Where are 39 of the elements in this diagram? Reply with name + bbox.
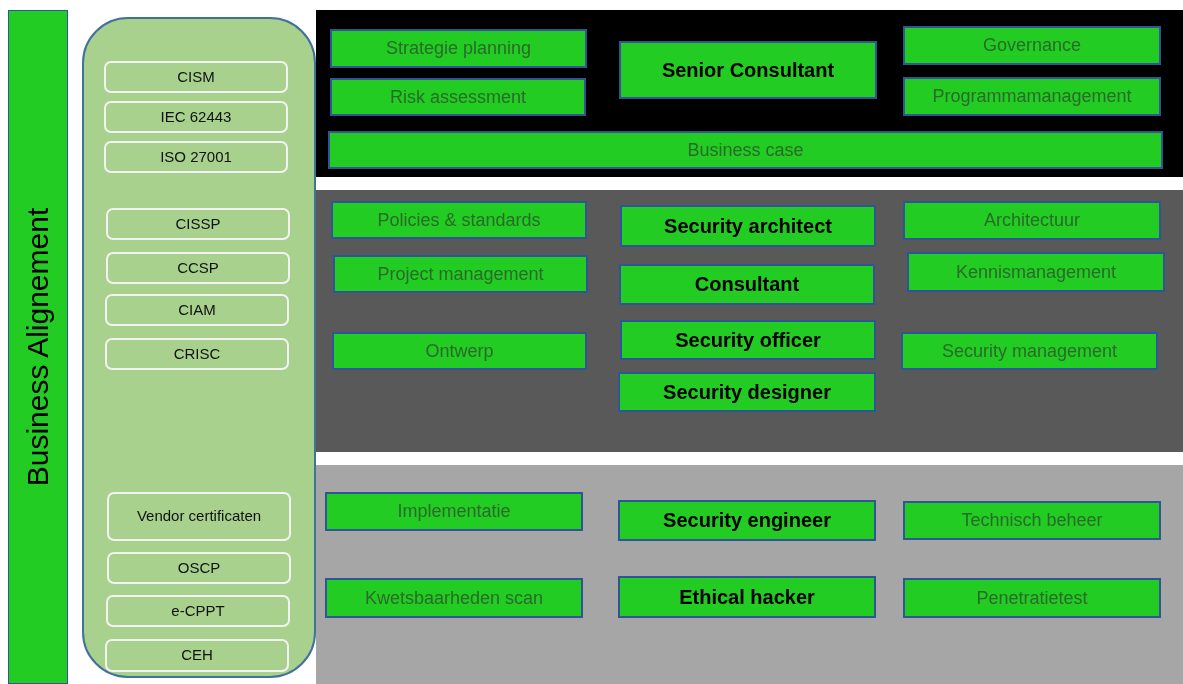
task-box: Business case — [328, 131, 1163, 169]
task-box: Risk assessment — [330, 78, 586, 116]
layer-band — [316, 190, 1183, 452]
certification-box: OSCP — [107, 552, 291, 584]
task-box: Architectuur — [903, 201, 1161, 240]
role-box: Security architect — [620, 205, 876, 247]
certification-box: IEC 62443 — [104, 101, 288, 133]
task-box: Strategie planning — [330, 29, 587, 68]
layer-band — [316, 10, 1183, 177]
task-box: Kennismanagement — [907, 252, 1165, 292]
role-box: Security engineer — [618, 500, 876, 541]
certification-panel — [82, 17, 316, 678]
role-box: Ethical hacker — [618, 576, 876, 618]
task-box: Governance — [903, 26, 1161, 65]
task-box: Ontwerp — [332, 332, 587, 370]
certification-box: ISO 27001 — [104, 141, 288, 173]
side-label: Business Alignement — [21, 207, 55, 487]
side-bar — [8, 10, 68, 684]
certification-box: Vendor certificaten — [107, 492, 291, 541]
task-box: Security management — [901, 332, 1158, 370]
task-box: Kwetsbaarheden scan — [325, 578, 583, 618]
role-box: Security officer — [620, 320, 876, 360]
task-box: Programmamanagement — [903, 77, 1161, 116]
task-box: Penetratietest — [903, 578, 1161, 618]
certification-box: CISM — [104, 61, 288, 93]
layer-band — [316, 465, 1183, 684]
role-box: Consultant — [619, 264, 875, 305]
role-box: Senior Consultant — [619, 41, 877, 99]
task-box: Implementatie — [325, 492, 583, 531]
certification-box: e-CPPT — [106, 595, 290, 627]
certification-box: CIAM — [105, 294, 289, 326]
role-box: Security designer — [618, 372, 876, 412]
certification-box: CRISC — [105, 338, 289, 370]
certification-box: CISSP — [106, 208, 290, 240]
task-box: Project management — [333, 255, 588, 293]
certification-box: CEH — [105, 639, 289, 672]
task-box: Technisch beheer — [903, 501, 1161, 540]
task-box: Policies & standards — [331, 201, 587, 239]
certification-box: CCSP — [106, 252, 290, 284]
